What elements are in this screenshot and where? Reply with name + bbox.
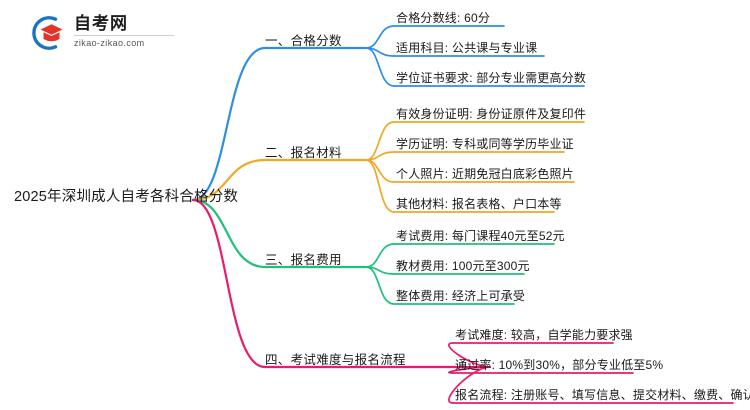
mindmap-branch-2-label[interactable]: 二、报名材料 (265, 146, 342, 160)
mindmap-branch-1-label[interactable]: 一、合格分数 (265, 34, 342, 48)
mindmap-leaf-3-2[interactable]: 教材费用: 100元至300元 (396, 259, 530, 273)
mindmap-leaf-4-1[interactable]: 考试难度: 较高，自学能力要求强 (455, 328, 633, 342)
mindmap-leaf-2-4[interactable]: 其他材料: 报名表格、户口本等 (396, 197, 562, 211)
mindmap-leaf-4-3[interactable]: 报名流程: 注册账号、填写信息、提交材料、缴费、确认报名 (455, 388, 750, 402)
mindmap-leaf-1-2[interactable]: 适用科目: 公共课与专业课 (396, 41, 538, 55)
logo-title: 自考网 (74, 14, 128, 33)
mindmap-leaf-2-3[interactable]: 个人照片: 近期免冠白底彩色照片 (396, 167, 574, 181)
mindmap-leaf-1-3[interactable]: 学位证书要求: 部分专业需更高分数 (396, 71, 587, 85)
mindmap-branch-4-label[interactable]: 四、考试难度与报名流程 (265, 353, 406, 367)
mindmap-leaf-2-1[interactable]: 有效身份证明: 身份证原件及复印件 (396, 107, 587, 121)
mindmap-leaf-3-3[interactable]: 整体费用: 经济上可承受 (396, 289, 526, 303)
mindmap-branch-3-label[interactable]: 三、报名费用 (265, 253, 342, 267)
mindmap-leaf-3-1[interactable]: 考试费用: 每门课程40元至52元 (396, 229, 565, 243)
logo-url: zikao-zikao.com (74, 38, 145, 48)
mindmap-leaf-2-2[interactable]: 学历证明: 专科或同等学历毕业证 (396, 137, 574, 151)
zikao-logo-mark-icon (32, 16, 63, 50)
mindmap-root-node[interactable]: 2025年深圳成人自考各科合格分数 (14, 189, 239, 205)
mindmap-leaf-1-1[interactable]: 合格分数线: 60分 (396, 11, 491, 25)
mindmap-leaf-4-2[interactable]: 通过率: 10%到30%，部分专业低至5% (455, 358, 664, 372)
logo-divider (74, 35, 174, 36)
site-logo: 自考网 zikao-zikao.com (28, 12, 178, 54)
